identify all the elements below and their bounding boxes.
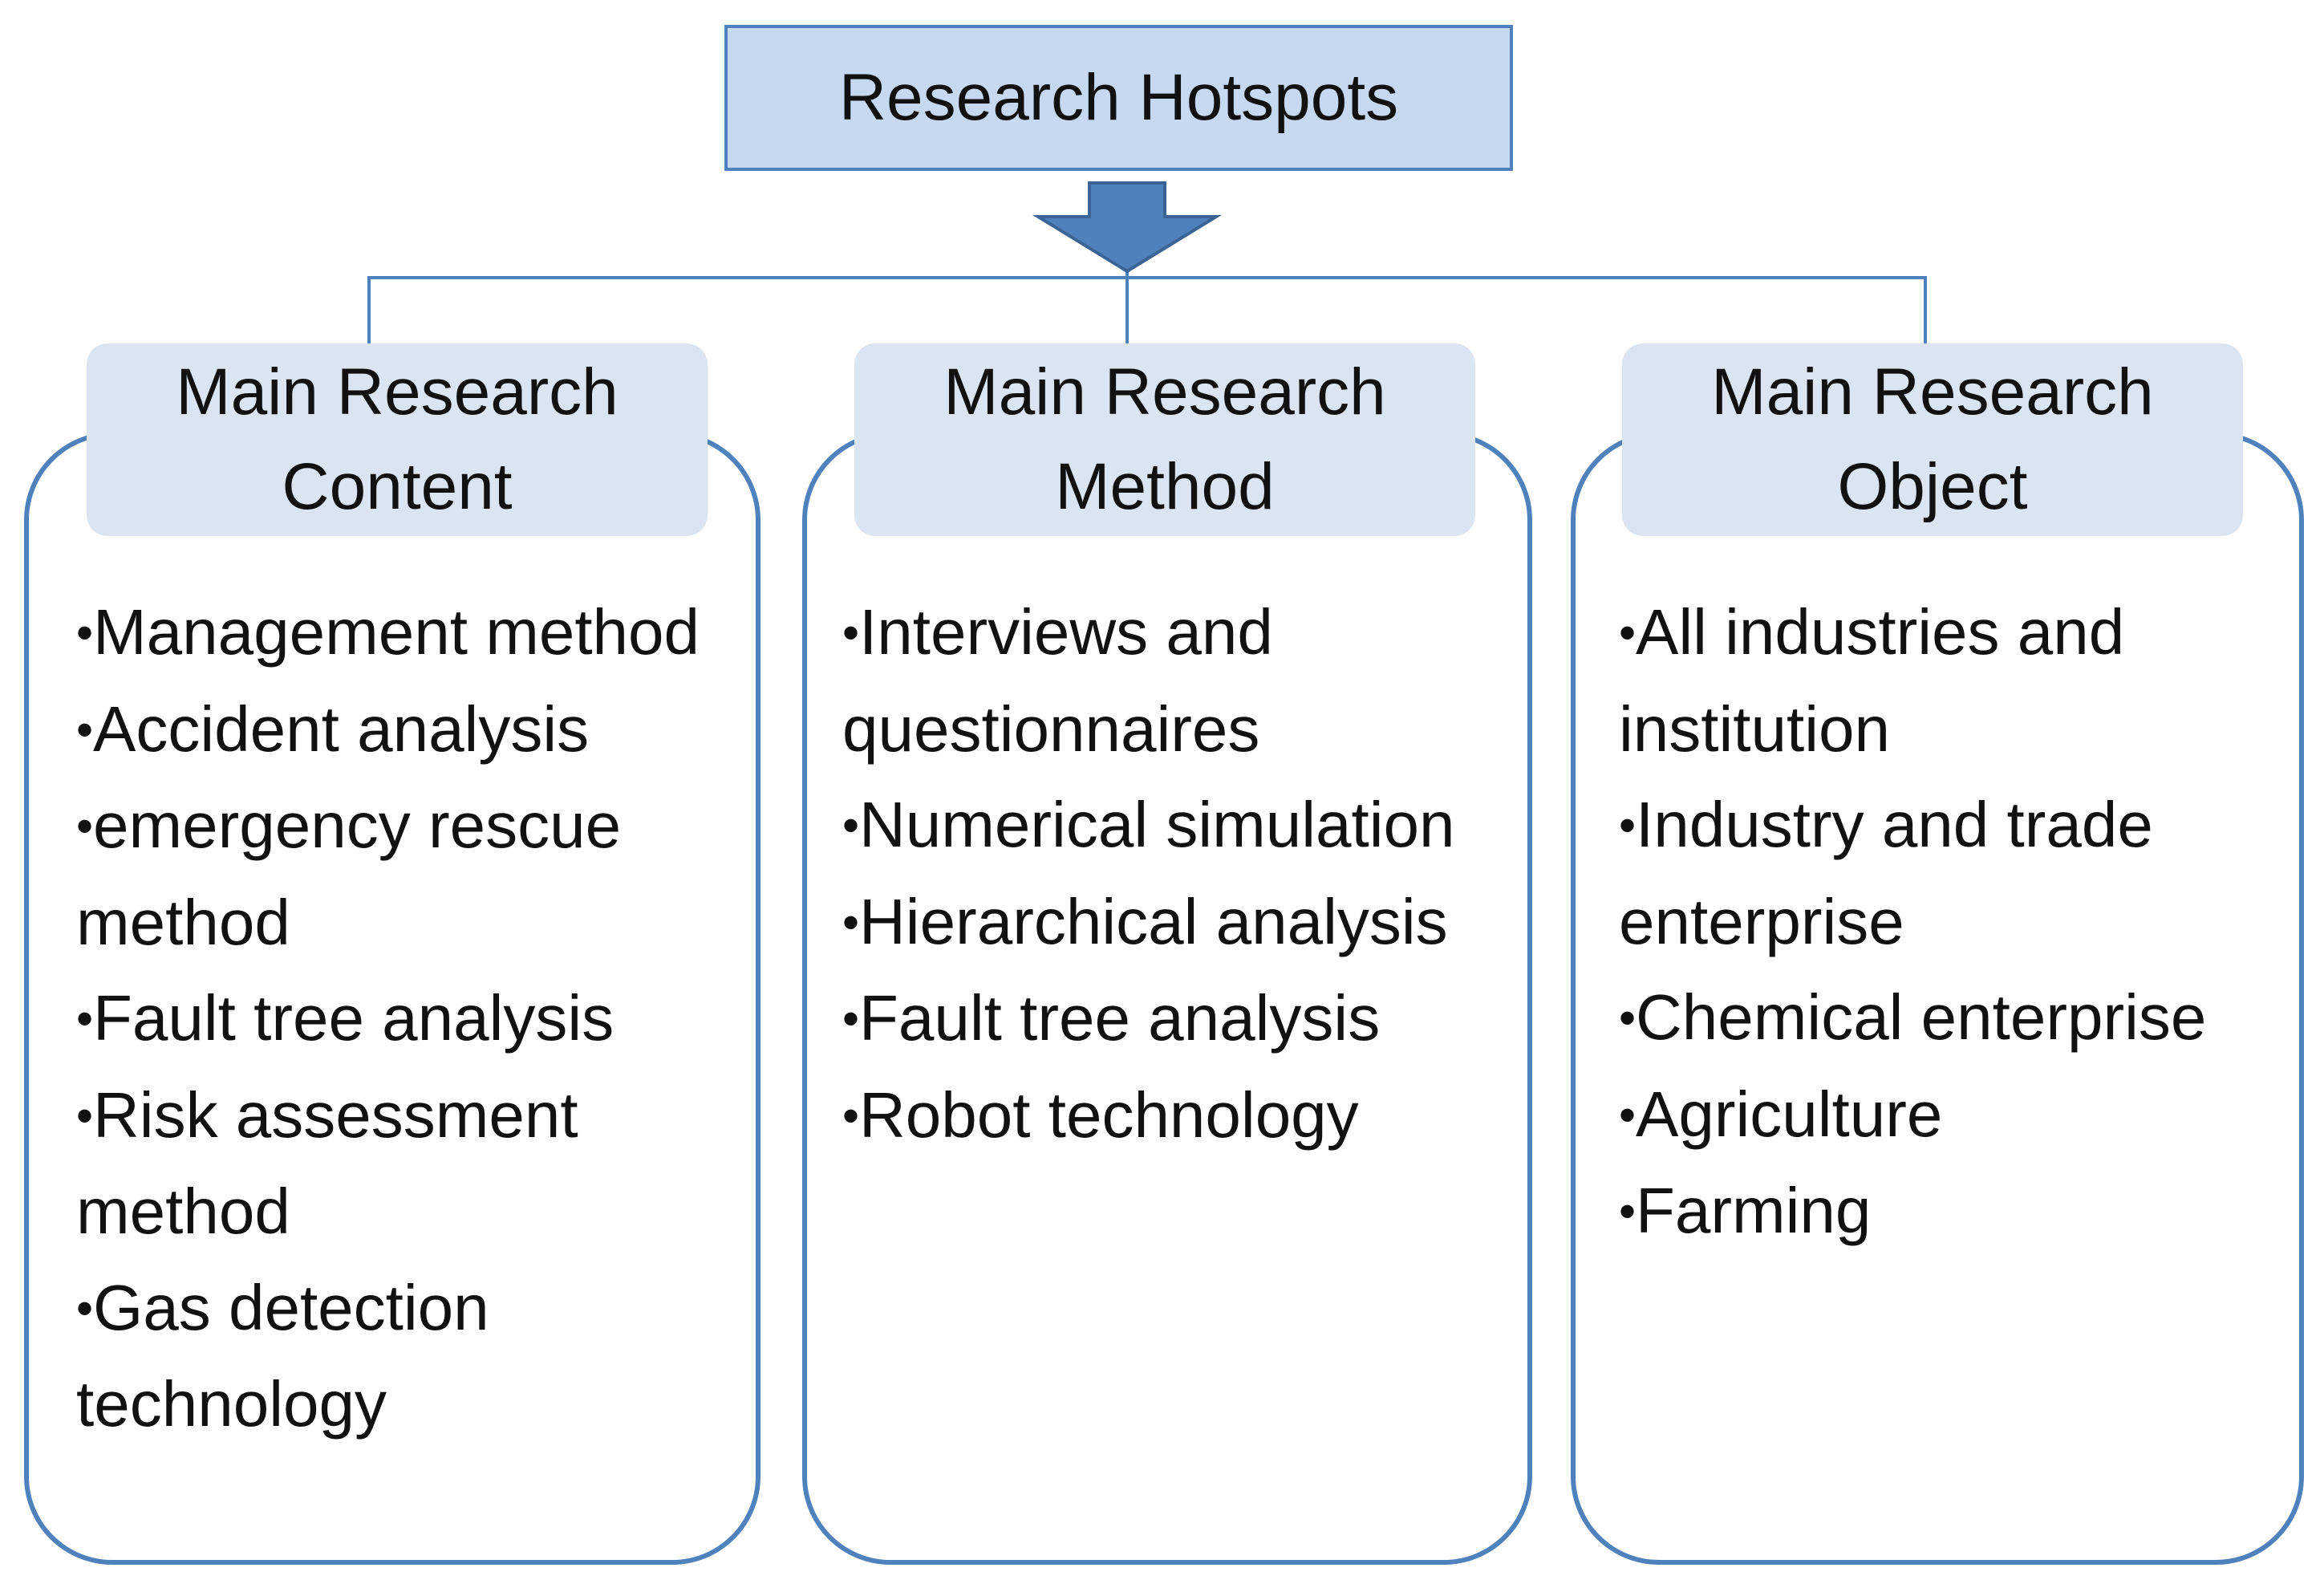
header-line-2: Content: [282, 450, 513, 523]
list-item: •Interviews and questionnaires: [842, 596, 1273, 765]
header-line-1: Main Research: [176, 355, 619, 428]
list-item: •Fault tree analysis: [76, 982, 614, 1054]
header-main-research-method: Main Research Method: [854, 343, 1475, 536]
bullet-icon: •: [76, 992, 94, 1046]
header-line-1: Main Research: [1711, 355, 2154, 428]
research-hotspots-box: Research Hotspots: [724, 25, 1513, 171]
bullet-icon: •: [76, 1281, 94, 1335]
list-item: •Risk assessment method: [76, 1078, 578, 1248]
list-item: •Industry and trade enterprise: [1619, 789, 2153, 957]
diagram-title: Research Hotspots: [838, 61, 1399, 134]
header-line-1: Main Research: [943, 355, 1386, 428]
list-item: •Fault tree analysis: [842, 982, 1381, 1054]
bullet-icon: •: [1619, 1087, 1637, 1142]
bullet-icon: •: [1619, 991, 1637, 1045]
bullet-icon: •: [842, 992, 860, 1046]
header-line-2: Method: [1055, 450, 1275, 523]
bullet-icon: •: [76, 1088, 94, 1143]
header-main-research-object: Main Research Object: [1622, 343, 2243, 536]
bullet-icon: •: [842, 1088, 860, 1143]
list-item: •Gas detection technology: [76, 1271, 489, 1440]
list-research-object: •All industries and institution •Industr…: [1619, 584, 2302, 1260]
bullet-icon: •: [842, 895, 860, 949]
list-item: •Robot technology: [842, 1078, 1359, 1151]
panel-method: [802, 432, 1532, 1565]
header-main-research-content: Main Research Content: [87, 343, 708, 536]
bullet-icon: •: [76, 606, 94, 660]
list-item: •Management method: [76, 596, 700, 668]
list-item: •Agriculture: [1619, 1078, 1943, 1150]
header-line-2: Object: [1837, 450, 2028, 523]
bullet-icon: •: [76, 702, 94, 757]
list-item: •Farming: [1619, 1175, 1872, 1246]
list-item: •All industries and institution: [1619, 596, 2125, 765]
list-item: •Accident analysis: [76, 692, 590, 765]
down-arrow-icon: [1032, 181, 1223, 274]
bullet-icon: •: [1619, 798, 1637, 852]
list-item: •emergency rescue method: [76, 790, 622, 958]
list-research-method: •Interviews and questionnaires •Numerica…: [842, 584, 1508, 1164]
list-item: •Chemical enterprise: [1619, 981, 2207, 1053]
panel-content: [24, 432, 760, 1565]
bullet-icon: •: [1619, 1184, 1637, 1238]
bullet-icon: •: [842, 798, 860, 852]
list-item: •Numerical simulation: [842, 789, 1455, 860]
bullet-icon: •: [1619, 606, 1637, 660]
list-item: •Hierarchical analysis: [842, 885, 1448, 957]
list-research-content: •Management method •Accident analysis •e…: [76, 584, 750, 1452]
panel-object: [1571, 432, 2304, 1565]
bullet-icon: •: [76, 799, 94, 853]
bullet-icon: •: [842, 606, 860, 660]
